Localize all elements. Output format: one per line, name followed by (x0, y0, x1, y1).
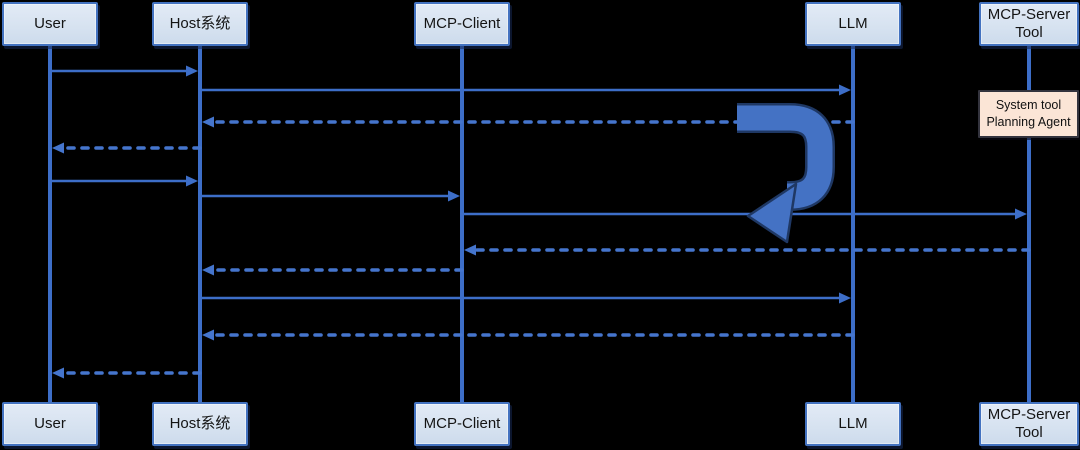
actor-label: MCP-Server Tool (987, 406, 1071, 441)
actor-box-user-top: User (2, 2, 98, 46)
message-arrowhead (52, 367, 64, 379)
actor-label: MCP-Client (423, 415, 501, 432)
actor-box-llm-top: LLM (805, 2, 901, 46)
actor-box-mcp-client-bottom: MCP-Client (414, 402, 510, 446)
planning-agent-note-label: System tool Planning Agent (986, 98, 1071, 129)
message-arrowhead (448, 190, 460, 202)
actor-box-user-bottom: User (2, 402, 98, 446)
actor-box-llm-bottom: LLM (805, 402, 901, 446)
message-arrowhead (186, 175, 198, 187)
message-arrowhead (202, 329, 214, 341)
actor-label: Host系统 (169, 415, 231, 432)
actor-label: User (34, 15, 66, 32)
actor-label: MCP-Client (423, 15, 501, 32)
actor-box-mcp-server-top: MCP-Server Tool (979, 2, 1079, 46)
actor-box-host-top: Host系统 (152, 2, 248, 46)
actor-label: MCP-Server Tool (987, 6, 1071, 41)
actor-label: LLM (838, 15, 868, 32)
actor-label: User (34, 415, 66, 432)
u-turn-arrow-icon (737, 105, 833, 209)
message-arrowhead (52, 142, 64, 154)
actor-label: LLM (838, 415, 868, 432)
message-arrowhead (202, 116, 214, 128)
actor-label: Host系统 (169, 15, 231, 32)
planning-agent-note: System tool Planning Agent (978, 90, 1079, 138)
message-arrowhead (1015, 208, 1027, 220)
actor-box-mcp-server-bottom: MCP-Server Tool (979, 402, 1079, 446)
message-arrowhead (464, 244, 476, 256)
actor-box-host-bottom: Host系统 (152, 402, 248, 446)
message-arrowhead (839, 292, 851, 304)
message-arrowhead (202, 264, 214, 276)
actor-box-mcp-client-top: MCP-Client (414, 2, 510, 46)
message-arrowhead (839, 84, 851, 96)
message-arrowhead (186, 65, 198, 77)
u-turn-arrowhead (746, 182, 798, 244)
